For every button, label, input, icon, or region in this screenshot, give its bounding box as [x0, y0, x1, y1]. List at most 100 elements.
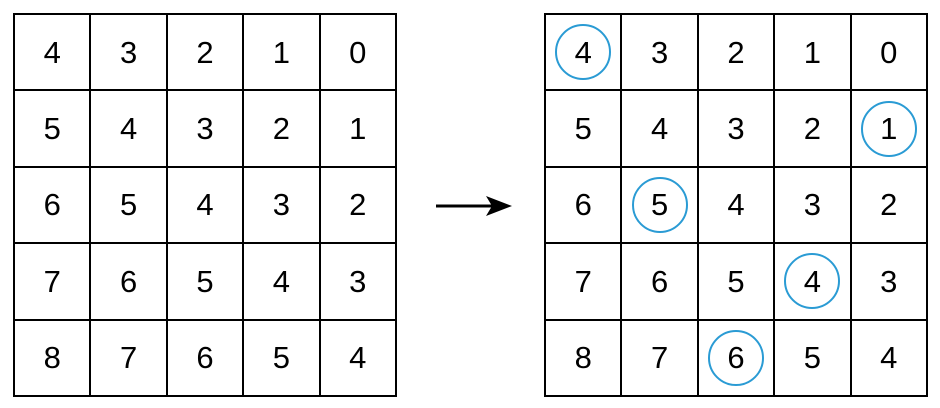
grid-cell: 5 — [546, 91, 623, 168]
cell-value: 4 — [349, 340, 367, 376]
grid-cell: 6 — [622, 244, 699, 321]
cell-value: 7 — [574, 263, 592, 299]
cell-value: 4 — [574, 34, 592, 70]
cell-value: 2 — [880, 187, 898, 223]
cell-value: 5 — [272, 340, 291, 376]
cell-value: 3 — [650, 34, 669, 70]
cell-value: 7 — [650, 340, 669, 376]
cell-value: 6 — [43, 187, 61, 223]
cell-value: 3 — [803, 187, 822, 223]
cell-value: 1 — [803, 34, 822, 70]
cell-value: 1 — [272, 34, 291, 70]
grid-cell: 7 — [91, 320, 168, 397]
grid-cell: 4 — [91, 91, 168, 168]
cell-value: 4 — [119, 111, 138, 147]
cell-value: 5 — [574, 111, 592, 147]
grid-cell: 4 — [698, 167, 776, 245]
grid-cell: 2 — [698, 15, 776, 92]
cell-value: 7 — [43, 263, 61, 299]
cell-value: 4 — [196, 187, 214, 223]
grid-cell: 0 — [851, 15, 928, 92]
cell-value: 2 — [272, 111, 291, 147]
grid-cell: 3 — [320, 244, 397, 321]
cell-value: 3 — [272, 187, 291, 223]
grid-cell: 2 — [775, 91, 852, 168]
grid-cell: 5 — [167, 244, 245, 321]
grid-cell: 6 — [167, 320, 245, 397]
cell-value: 6 — [650, 263, 669, 299]
cell-value: 6 — [196, 340, 214, 376]
grid-cell: 3 — [91, 15, 168, 92]
cell-value: 0 — [880, 34, 898, 70]
cell-value: 3 — [349, 263, 367, 299]
grid-cell-circled: 6 — [698, 320, 776, 397]
cell-value: 5 — [803, 340, 822, 376]
grid-cell: 1 — [320, 91, 397, 168]
grid-cell: 7 — [546, 244, 623, 321]
grid-cell: 7 — [622, 320, 699, 397]
cell-value: 5 — [119, 187, 138, 223]
grid-cell: 6 — [546, 167, 623, 245]
grid-cell: 5 — [91, 167, 168, 245]
cell-value: 2 — [727, 34, 745, 70]
grid-cell: 8 — [15, 320, 92, 397]
cell-value: 3 — [196, 111, 214, 147]
grid-cell: 4 — [167, 167, 245, 245]
cell-value: 4 — [803, 263, 822, 299]
cell-value: 4 — [880, 340, 898, 376]
grid-cell: 5 — [775, 320, 852, 397]
cell-value: 5 — [650, 187, 669, 223]
grid-cell: 4 — [15, 15, 92, 92]
grid-cell: 5 — [698, 244, 776, 321]
grid-cell-circled: 1 — [851, 91, 928, 168]
grid-cell: 6 — [91, 244, 168, 321]
grid-cell: 3 — [167, 91, 245, 168]
grid-cell: 4 — [622, 91, 699, 168]
grid-cell: 1 — [775, 15, 852, 92]
grid-cell: 4 — [320, 320, 397, 397]
cell-value: 2 — [803, 111, 822, 147]
cell-value: 2 — [349, 187, 367, 223]
grid-cell-circled: 4 — [546, 15, 623, 92]
cell-value: 5 — [727, 263, 745, 299]
cell-value: 4 — [272, 263, 291, 299]
cell-value: 7 — [119, 340, 138, 376]
cell-value: 2 — [196, 34, 214, 70]
grid-cell-circled: 5 — [622, 167, 699, 245]
cell-value: 0 — [349, 34, 367, 70]
cell-value: 3 — [119, 34, 138, 70]
grid-cell: 3 — [244, 167, 321, 245]
grid-cell: 2 — [320, 167, 397, 245]
cell-value: 4 — [650, 111, 669, 147]
cell-value: 6 — [574, 187, 592, 223]
grid-cell: 3 — [622, 15, 699, 92]
cell-value: 6 — [727, 340, 745, 376]
grid-cell: 0 — [320, 15, 397, 92]
grid-cell: 1 — [244, 15, 321, 92]
grid-cell: 7 — [15, 244, 92, 321]
cell-value: 5 — [43, 111, 61, 147]
grid-cell: 3 — [698, 91, 776, 168]
cell-value: 8 — [43, 340, 61, 376]
grid-cell: 5 — [244, 320, 321, 397]
grid-cell: 2 — [851, 167, 928, 245]
cell-value: 3 — [880, 263, 898, 299]
right-arrow-icon — [436, 196, 512, 216]
grid-cell: 4 — [851, 320, 928, 397]
grid-cell-circled: 4 — [775, 244, 852, 321]
cell-value: 1 — [349, 111, 367, 147]
cell-value: 4 — [727, 187, 745, 223]
grid-cell: 8 — [546, 320, 623, 397]
cell-value: 8 — [574, 340, 592, 376]
grid-cell: 5 — [15, 91, 92, 168]
cell-value: 3 — [727, 111, 745, 147]
grid-cell: 2 — [244, 91, 321, 168]
grid-cell: 2 — [167, 15, 245, 92]
grid-cell: 3 — [851, 244, 928, 321]
left-grid: 4 3 2 1 0 5 4 3 2 1 6 5 4 3 2 7 6 5 4 3 8 7 6 5 4 — [13, 13, 397, 397]
cell-value: 6 — [119, 263, 138, 299]
grid-cell: 3 — [775, 167, 852, 245]
cell-value: 5 — [196, 263, 214, 299]
cell-value: 4 — [43, 34, 61, 70]
